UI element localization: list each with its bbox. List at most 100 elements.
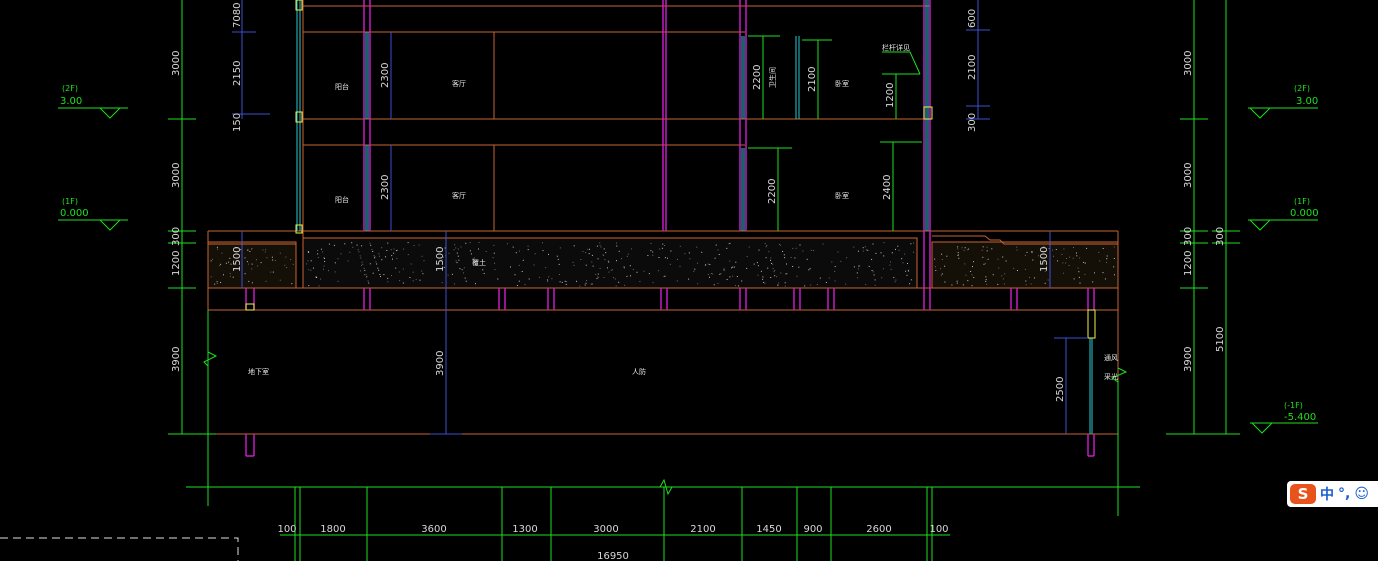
slab-speckle [1043,246,1045,247]
slab-speckle [524,284,526,286]
slab-speckle [757,265,759,267]
slab-speckle [729,260,731,262]
slab-speckle [527,249,529,251]
frame-6 [245,303,255,311]
slab-speckle [766,244,768,246]
ime-punctuation-toggle[interactable]: °, [1338,486,1351,502]
slab-speckle [247,249,249,251]
slab-speckle [944,265,946,267]
slab-speckle [463,267,465,269]
slab-speckle [616,242,617,244]
slab-speckle [778,282,780,284]
slab-speckle [580,259,582,260]
slab-speckle [1013,267,1015,269]
slab-speckle [265,280,267,282]
hdim-100-right: 100 [929,524,948,535]
slab-speckle [940,274,942,276]
note-ventilation: 通风 [1104,353,1118,362]
slab-speckle [561,281,563,283]
slab-speckle [458,259,460,261]
level-value-2f-right: 3.00 [1296,96,1318,107]
slab-speckle [1017,270,1018,271]
slab-speckle [610,269,612,271]
slab-speckle [796,275,798,277]
ime-toolbar[interactable]: S 中 °, ☺ [1287,481,1378,507]
emoji-icon[interactable]: ☺ [1354,486,1369,502]
slab-speckle [964,263,966,265]
slab-speckle [421,270,423,272]
slab-speckle [251,282,253,284]
slab-speckle [997,283,999,285]
slab-speckle [1025,280,1027,282]
slab-speckle [806,258,808,260]
slab-speckle [614,278,616,280]
slab-speckle [600,246,602,248]
slab-speckle [527,245,529,247]
slab-speckle [448,252,450,254]
slab-speckle [1078,271,1080,273]
slab-speckle [1044,270,1046,272]
slab-speckle [986,283,988,285]
glazing [296,0,1093,434]
slab-speckle [902,262,904,264]
slab-speckle [897,245,899,247]
slab-speckle [1079,282,1081,284]
slab-speckle [689,258,691,260]
dim-1500-mid: 1500 [435,247,446,272]
slab-speckle [846,257,848,259]
slab-speckle [360,270,362,272]
dim-right-3000-2f: 3000 [1183,51,1194,76]
slab-speckle [1031,251,1033,252]
slab-speckle [705,264,707,266]
slab-speckle [623,267,625,269]
slab-speckle [262,249,264,251]
slab-speckle [478,248,479,250]
note-lighting: 采光 [1104,372,1118,381]
hdim-total: 16950 [597,551,629,561]
slab-speckle [457,248,459,250]
slab-speckle [880,252,882,254]
slab-speckle [784,282,786,284]
slab-speckle [679,265,681,267]
slab-speckle [407,242,409,244]
slab-speckle [444,247,446,249]
slab-speckle [381,259,383,261]
slab-speckle [910,243,912,245]
slab-speckle [387,281,389,283]
slab-speckle [286,267,288,269]
slab-speckle [223,274,224,276]
slab-speckle [767,267,769,269]
slab-speckle [441,259,443,261]
slab-speckle [542,250,544,252]
slab-speckle [1077,267,1079,269]
slab-speckle [603,277,605,278]
slab-speckle [590,283,592,285]
slab-speckle [626,255,628,257]
soil-fill-left [207,241,297,289]
slab-speckle [284,264,286,266]
slab-speckle [758,249,760,251]
slab-speckle [249,251,251,252]
slab-speckle [795,247,797,249]
sogou-logo-icon[interactable]: S [1290,484,1316,504]
room-bedroom-2f: 卧室 [835,79,849,88]
slab-speckle [324,261,326,262]
slab-speckle [391,275,392,277]
slab-speckle [632,268,634,270]
slab-speckle [308,269,310,271]
slab-speckle [572,261,574,263]
slab-speckle [664,275,666,277]
slab-speckle [591,283,593,285]
slab-speckle [984,263,986,265]
slab-speckle [576,280,577,282]
slab-speckle [828,277,830,279]
slab-speckle [718,254,720,255]
slab-speckle [459,268,461,270]
slab-speckle [407,254,409,256]
ime-mode-toggle[interactable]: 中 [1320,487,1334,503]
slab-speckle [756,262,758,264]
slab-speckle [494,269,496,271]
slab-speckle [377,267,379,269]
hdim-1450: 1450 [756,524,781,535]
